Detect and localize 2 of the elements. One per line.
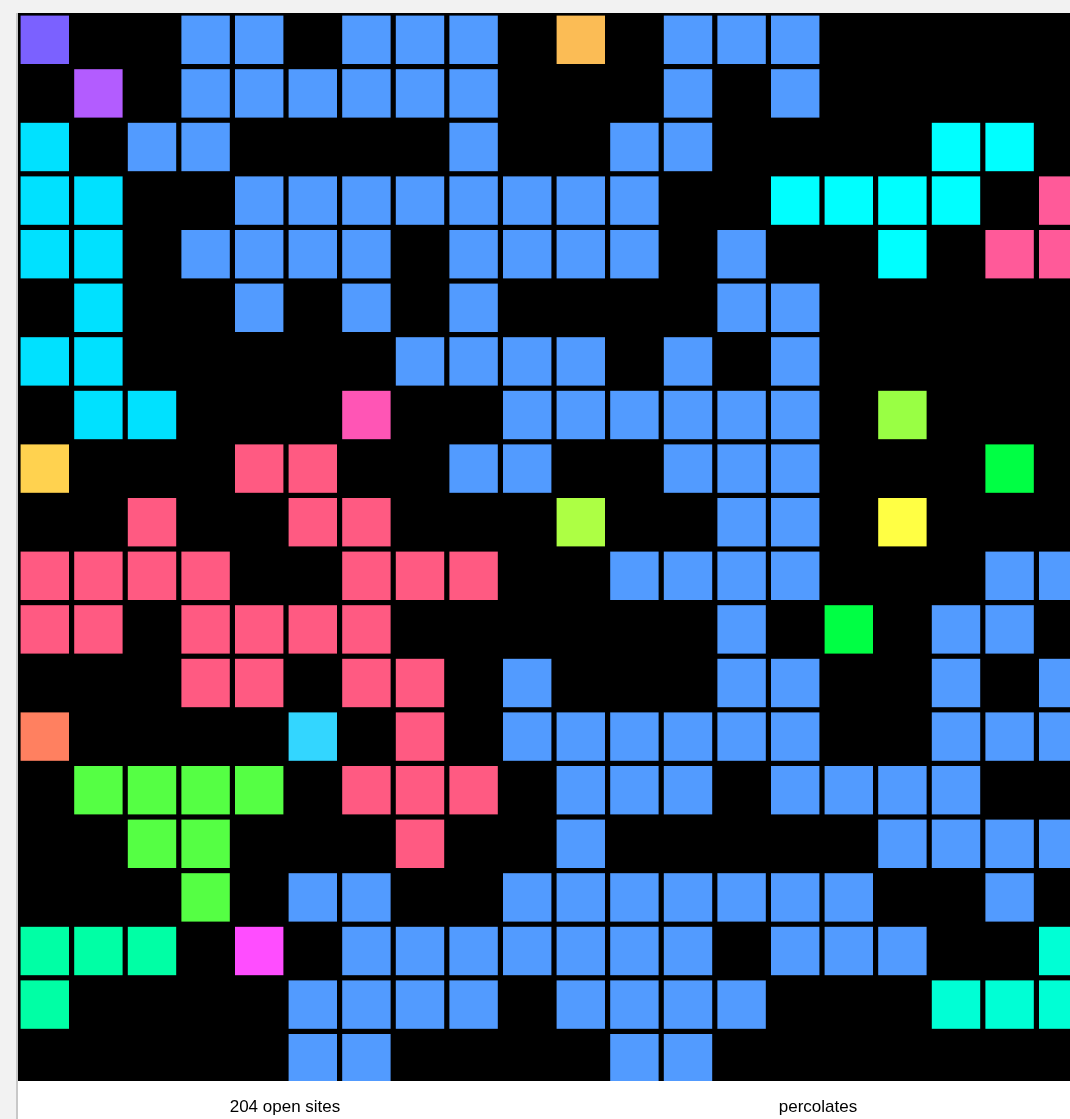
status-text: 204 open sites [229, 1097, 341, 1117]
status-text: percolates [778, 1097, 858, 1117]
